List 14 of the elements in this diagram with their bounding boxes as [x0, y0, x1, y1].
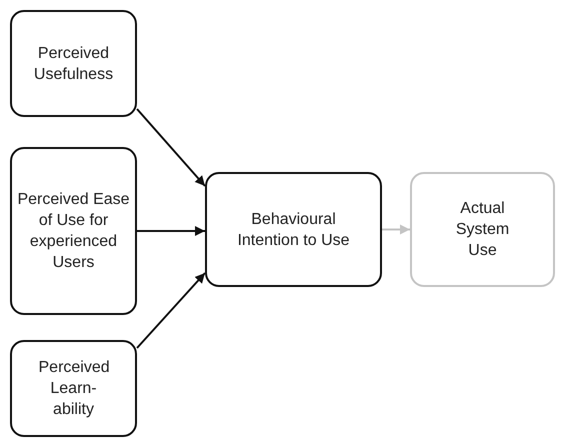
arrow — [137, 226, 205, 236]
process-box — [10, 147, 137, 315]
node-label: Actual System Use — [454, 199, 510, 261]
process-box — [205, 172, 382, 287]
process-box — [410, 172, 555, 287]
arrow — [136, 272, 206, 349]
node-label: Perceived Usefulness — [32, 44, 114, 84]
process-box — [10, 10, 137, 117]
node-label: Perceived Learn- ability — [38, 358, 108, 420]
process-box — [10, 340, 137, 437]
node-label: Perceived Ease of Use for experienced Users — [16, 190, 131, 273]
arrow — [382, 224, 410, 234]
arrow — [136, 108, 206, 187]
node-label: Behavioural Intention to Use — [236, 210, 351, 250]
